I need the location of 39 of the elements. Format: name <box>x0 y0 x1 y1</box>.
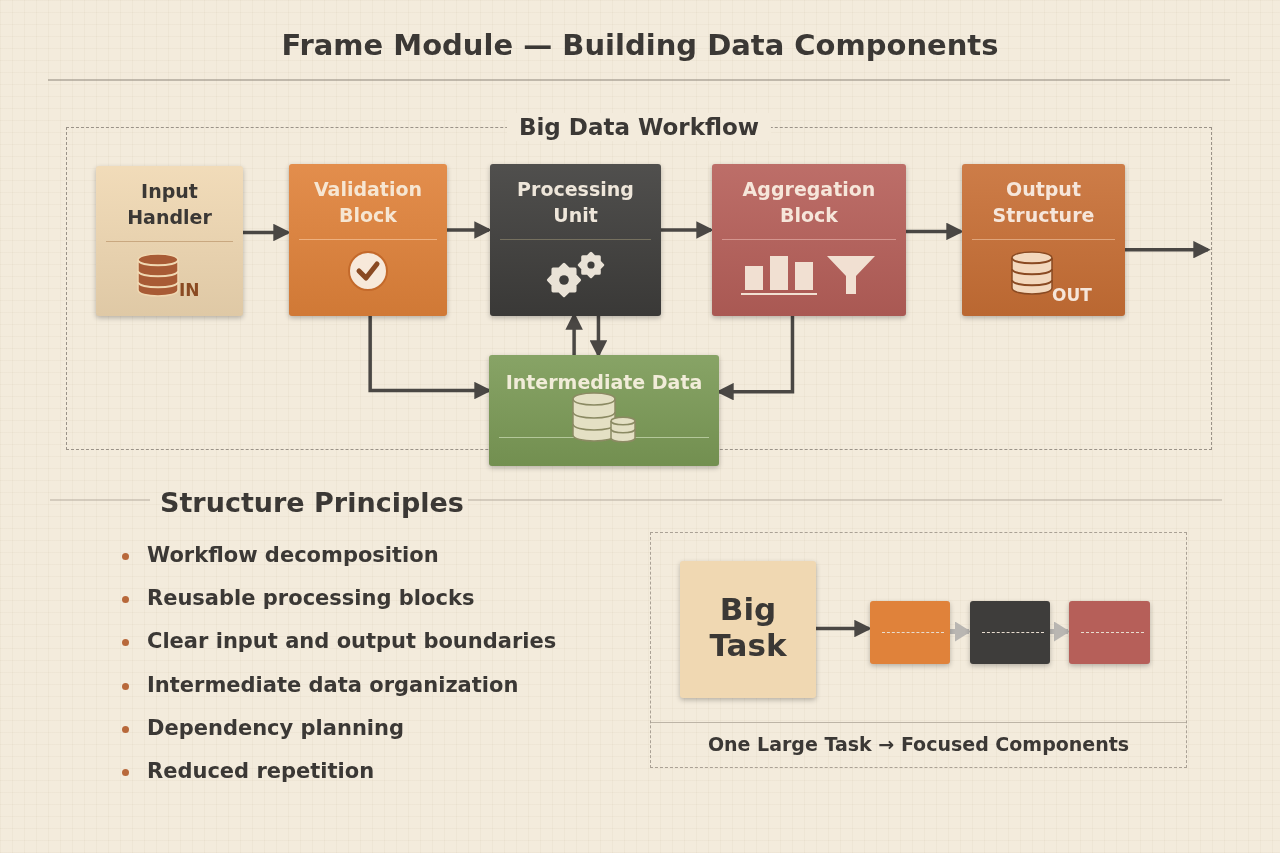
arrow <box>1049 621 1070 642</box>
component-box <box>970 601 1050 664</box>
box-heading: Intermediate Data <box>504 370 704 395</box>
box-heading: Input Handler <box>126 179 213 230</box>
process-box <box>489 355 719 466</box>
icon-label: OUT <box>1052 285 1092 305</box>
bullet-item: Dependency planning <box>147 715 405 740</box>
arrow <box>446 221 492 239</box>
process-box <box>96 166 243 316</box>
arrow <box>660 221 714 239</box>
summary-panel <box>650 532 1187 768</box>
process-box <box>490 164 661 316</box>
arrow <box>1124 240 1211 259</box>
process-box <box>712 164 906 316</box>
bullet-item: Reduced repetition <box>147 759 375 783</box>
panel-caption: One Large Task → Focused Components <box>706 733 1131 755</box>
box-heading: Processing Unit <box>516 177 635 228</box>
process-box <box>962 164 1125 316</box>
process-box <box>289 164 447 316</box>
arrow <box>242 223 291 242</box>
task-box <box>680 561 816 698</box>
diagram-title: Frame Module — Building Data Components <box>280 28 1000 62</box>
icon-label: IN <box>179 280 200 300</box>
section-heading: Structure Principles <box>160 487 464 518</box>
bullet-item: Clear input and output boundaries <box>147 629 557 654</box>
bullet-item: Workflow decomposition <box>147 543 439 567</box>
box-heading: Validation Block <box>312 177 424 228</box>
frame-heading: Big Data Workflow <box>506 113 772 141</box>
bullet-item: Intermediate data organization <box>147 672 519 697</box>
component-box <box>1069 601 1150 664</box>
arrow <box>949 621 971 642</box>
arrow <box>589 315 608 358</box>
box-heading: Output Structure <box>991 177 1096 228</box>
box-heading: Aggregation Block <box>741 177 877 228</box>
arrow <box>815 619 872 638</box>
bullet-item: Reusable processing blocks <box>147 586 475 611</box>
component-box <box>870 601 950 664</box>
arrow <box>905 222 964 241</box>
box-heading: Big Task <box>708 591 788 663</box>
